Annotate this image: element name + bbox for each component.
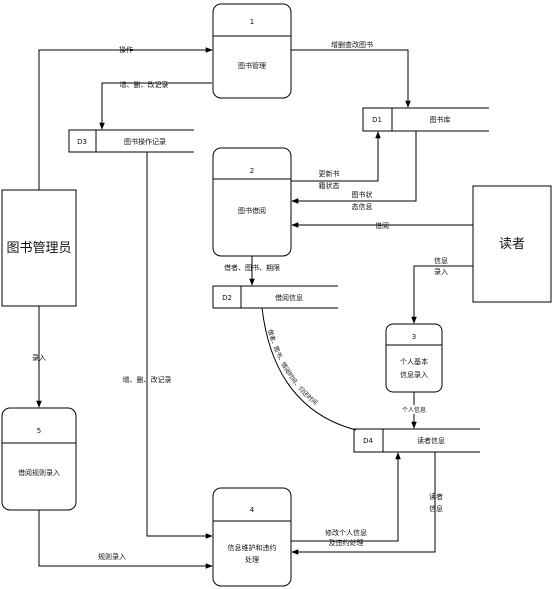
flow-borrow-label: 借阅 [375,221,389,230]
flow-admin-operate: 操作 [38,45,213,190]
store-d1-label: 图书库 [430,115,451,124]
flow-admin-to-p5: 录入 [32,306,46,408]
flow-info-entry-line2: 录入 [434,268,448,276]
process-2-id: 2 [250,167,254,175]
store-d3: D3 图书操作记录 [68,129,194,153]
process-3-label-line1: 个人基本 [400,357,428,366]
flow-update-status-line2: 籍状态 [319,181,340,190]
flow-reader-info-line2: 信息 [429,504,443,513]
flow-reader-borrow: 借阅 [291,221,473,230]
process-4-id: 4 [250,506,255,514]
process-1-id: 1 [250,18,254,26]
flow-record-label: 增、删、改记录 [120,80,169,89]
flow-d4-to-p4: 读者 信息 [291,452,443,555]
flow-borrower-label: 借者、图书、期限 [224,263,280,272]
flow-crud-books-label: 增删查改图书 [331,40,373,49]
flow-curve-label: 借者、图书、借阅时间、归还时间 [266,328,319,406]
store-d4: D4 读者信息 [353,428,480,453]
process-4-label-line2: 处理 [245,555,259,564]
flow-entry-label: 录入 [32,354,46,362]
flow-info-entry-line1: 信息 [434,256,448,265]
process-2-book-borrowing: 2 图书借阅 [212,147,292,257]
entity-admin: 图书管理员 [1,189,77,307]
store-d4-id: D4 [363,437,373,445]
store-d2-label: 借阅信息 [275,293,303,302]
entity-admin-label: 图书管理员 [6,241,71,256]
flow-personal-info-label: 个人信息 [402,406,426,414]
flow-d1-to-p2: 图书状 态信息 [291,131,417,211]
process-3-id: 3 [412,333,416,341]
store-d3-label: 图书操作记录 [124,137,166,146]
store-d2-id: D2 [222,294,232,302]
flow-p1-to-d3: 增、删、改记录 [99,80,212,130]
process-5-label: 借阅规则录入 [18,468,60,477]
flow-p1-to-d1: 增删查改图书 [291,40,411,108]
flow-d3-to-p4: 增、删、改记录 [123,152,213,539]
flow-update-status-line1: 更新书 [319,169,340,178]
process-1-label: 图书管理 [238,61,266,70]
process-2-label: 图书借阅 [238,206,266,215]
store-d1: D1 图书库 [362,107,489,132]
flow-p4-to-d4: 修改个人信息 及违约处理 [291,452,401,547]
flow-book-status-line1: 图书状 [352,190,373,199]
entity-reader: 读者 [472,185,552,303]
flow-modify-line2: 及违约处理 [329,538,364,547]
flow-p2-to-d2: 借者、图书、期限 [224,256,280,286]
entity-reader-label: 读者 [499,237,525,252]
store-d3-id: D3 [77,138,87,146]
process-5-rule-entry: 5 借阅规则录入 [1,407,77,511]
flow-rule-entry-label: 规则录入 [98,552,126,561]
process-4-label-line1: 信息维护和违约 [228,543,277,552]
store-d4-label: 读者信息 [417,436,445,445]
flow-p5-to-p4: 规则录入 [38,510,213,569]
process-4-maintenance: 4 信息维护和违约 处理 [212,487,292,587]
process-3-personal-info-entry: 3 个人基本 信息录入 [385,323,443,393]
flow-reader-info-line1: 读者 [429,492,443,501]
store-d2: D2 借阅信息 [212,285,338,309]
flow-operate-label: 操作 [119,45,133,54]
process-5-id: 5 [37,427,41,435]
flow-d2-to-d4-curve: 借者、图书、借阅时间、归还时间 [261,307,357,431]
flow-record-label-2: 增、删、改记录 [123,375,172,384]
flow-p2-to-d1: 更新书 籍状态 [291,131,381,190]
store-d1-id: D1 [372,116,382,124]
flow-p3-to-d4: 个人信息 [396,392,432,429]
flow-reader-to-p3: 信息 录入 [411,256,473,324]
flow-book-status-line2: 态信息 [352,202,373,211]
flow-modify-line1: 修改个人信息 [325,528,367,537]
process-3-label-line2: 信息录入 [400,370,428,379]
process-1-book-management: 1 图书管理 [212,3,292,99]
